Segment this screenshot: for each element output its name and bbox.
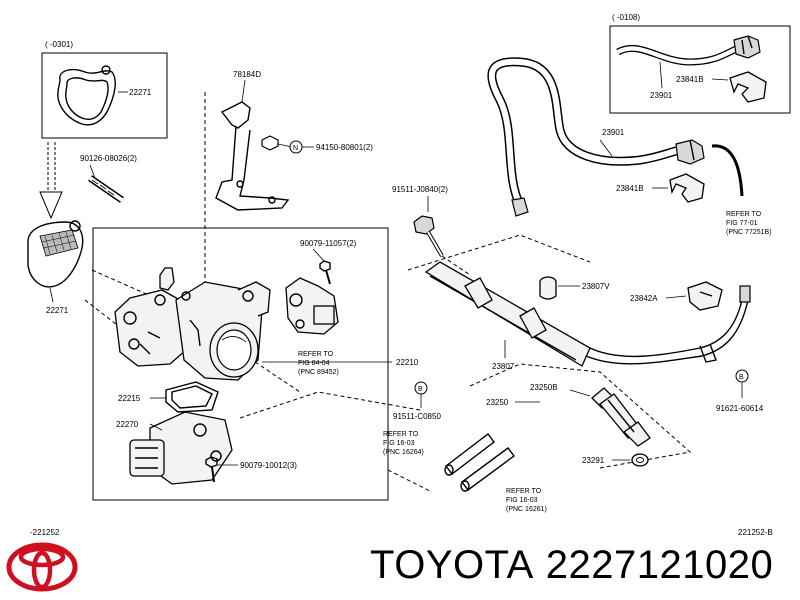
label-delivery-pipe: 23807 xyxy=(492,362,515,371)
leader-hose-inset xyxy=(659,61,663,89)
gasket-top-part xyxy=(57,65,116,126)
clamp-b-part xyxy=(687,281,723,311)
svg-text:REFER TO: REFER TO xyxy=(506,488,542,495)
gasket-bottom-part xyxy=(27,220,84,288)
leader-stud xyxy=(89,164,96,179)
label-gasket-bottom: 22271 xyxy=(46,306,69,315)
label-hose: 23901 xyxy=(602,128,625,137)
svg-text:(PNC 77251B): (PNC 77251B) xyxy=(726,229,772,236)
leader-gasket-bottom xyxy=(49,287,54,303)
gasket-iac-part xyxy=(165,381,219,413)
svg-text:FIG 77-01: FIG 77-01 xyxy=(726,220,758,227)
label-gasket-top: 22271 xyxy=(129,88,152,97)
insulator-part xyxy=(631,453,649,467)
svg-text:FIG 16-03: FIG 16-03 xyxy=(383,440,415,447)
part-number: 2227121020 xyxy=(545,543,774,587)
hose-inset-part xyxy=(616,35,761,66)
label-screw-top: 90079-11057(2) xyxy=(300,239,357,248)
top-left-range-label: ( -0301) xyxy=(45,40,73,49)
screw-bottom-part xyxy=(205,456,218,483)
delivery-pipe-part xyxy=(424,261,751,367)
top-right-range-label: ( -0108) xyxy=(612,13,640,22)
code-bottom-right: 221252-B xyxy=(738,528,773,537)
guide-line-9 xyxy=(469,363,692,469)
svg-text:(PNC 16261): (PNC 16261) xyxy=(506,506,547,513)
label-o-ring: 23250B xyxy=(530,383,558,392)
svg-text:REFER TO: REFER TO xyxy=(726,211,762,218)
injector-part xyxy=(591,387,651,447)
brand-name: TOYOTA xyxy=(370,543,534,587)
throttle-sensor-part xyxy=(285,277,339,335)
bracket-part xyxy=(215,101,290,211)
leader-bracket xyxy=(241,79,246,103)
leader-screw-top xyxy=(312,248,326,263)
b-marker-icon: B xyxy=(414,381,428,395)
arrow-down-icon xyxy=(39,142,63,220)
iac-valve-part xyxy=(129,411,233,485)
throttle-body-frame xyxy=(92,227,389,501)
label-clamp-inset: 23841B xyxy=(676,75,704,84)
label-gasket-iac: 22215 xyxy=(118,394,141,403)
label-bolt-a: 91511-J0840(2) xyxy=(392,185,448,194)
label-insulator: 23291 xyxy=(582,456,605,465)
label-clamp-b: 23842A xyxy=(630,294,658,303)
gasket-inset-frame xyxy=(41,52,168,139)
label-screw-bottom: 90079-10012(3) xyxy=(240,461,297,470)
guide-line-6 xyxy=(387,469,433,493)
leader-clamp-b xyxy=(665,295,687,299)
leader-o-ring xyxy=(569,389,591,397)
leader-clamp-inset xyxy=(711,78,729,81)
label-nut: 94150-80801(2) xyxy=(316,143,373,152)
n-marker-icon: N xyxy=(289,140,303,154)
svg-text:B: B xyxy=(739,374,744,381)
pipes-part xyxy=(444,433,515,492)
label-cushion: 23807V xyxy=(582,282,610,291)
screw-top-part xyxy=(319,260,331,285)
leader-iac-valve xyxy=(149,423,163,431)
svg-text:B: B xyxy=(418,386,423,393)
nut-part xyxy=(261,135,279,151)
ref-b: REFER TO FIG 77-01 (PNC 77251B) xyxy=(726,211,772,236)
hose-part xyxy=(487,57,744,217)
label-throttle-body: 22210 xyxy=(396,358,419,367)
ref-c: REFER TO FIG 16-03 (PNC 16264) xyxy=(383,431,424,456)
bolt-a-part xyxy=(413,215,444,258)
label-bracket: 78184D xyxy=(233,70,261,79)
svg-text:REFER TO: REFER TO xyxy=(383,431,419,438)
label-bolt-b: 91511-C0850 xyxy=(393,412,441,421)
guide-line-7 xyxy=(441,255,471,276)
svg-text:(PNC 16264): (PNC 16264) xyxy=(383,449,424,456)
guide-line-1 xyxy=(91,269,161,301)
clamp-inset-part xyxy=(729,71,767,103)
toyota-logo xyxy=(6,542,78,592)
leader-hose xyxy=(599,139,613,157)
svg-text:FIG 16-03: FIG 16-03 xyxy=(506,497,538,504)
svg-text:N: N xyxy=(293,145,298,152)
label-bolt-c: 91621-60614 xyxy=(716,404,764,413)
hose-inset-frame xyxy=(609,25,791,114)
svg-text:(PNC 89452): (PNC 89452) xyxy=(298,369,339,376)
ref-a: REFER TO FIG 84-04 (PNC 89452) xyxy=(298,351,339,376)
label-stud: 90126-08026(2) xyxy=(80,154,137,163)
label-iac-valve: 22270 xyxy=(116,420,139,429)
stud-part xyxy=(88,175,124,203)
ref-d: REFER TO FIG 16-03 (PNC 16261) xyxy=(506,488,547,513)
label-injector-assy: 23250 xyxy=(486,398,509,407)
svg-text:FIG 84-04: FIG 84-04 xyxy=(298,360,330,367)
throttle-body-part xyxy=(114,267,271,381)
svg-text:REFER TO: REFER TO xyxy=(298,351,334,358)
clamp-part xyxy=(669,173,705,203)
cushion-part xyxy=(539,276,557,300)
label-hose-inset: 23901 xyxy=(650,91,673,100)
b-marker-2-icon: B xyxy=(735,369,749,383)
label-clamp: 23841B xyxy=(616,184,644,193)
guide-line-5 xyxy=(254,361,301,393)
code-bottom-left: -221252 xyxy=(30,528,60,537)
